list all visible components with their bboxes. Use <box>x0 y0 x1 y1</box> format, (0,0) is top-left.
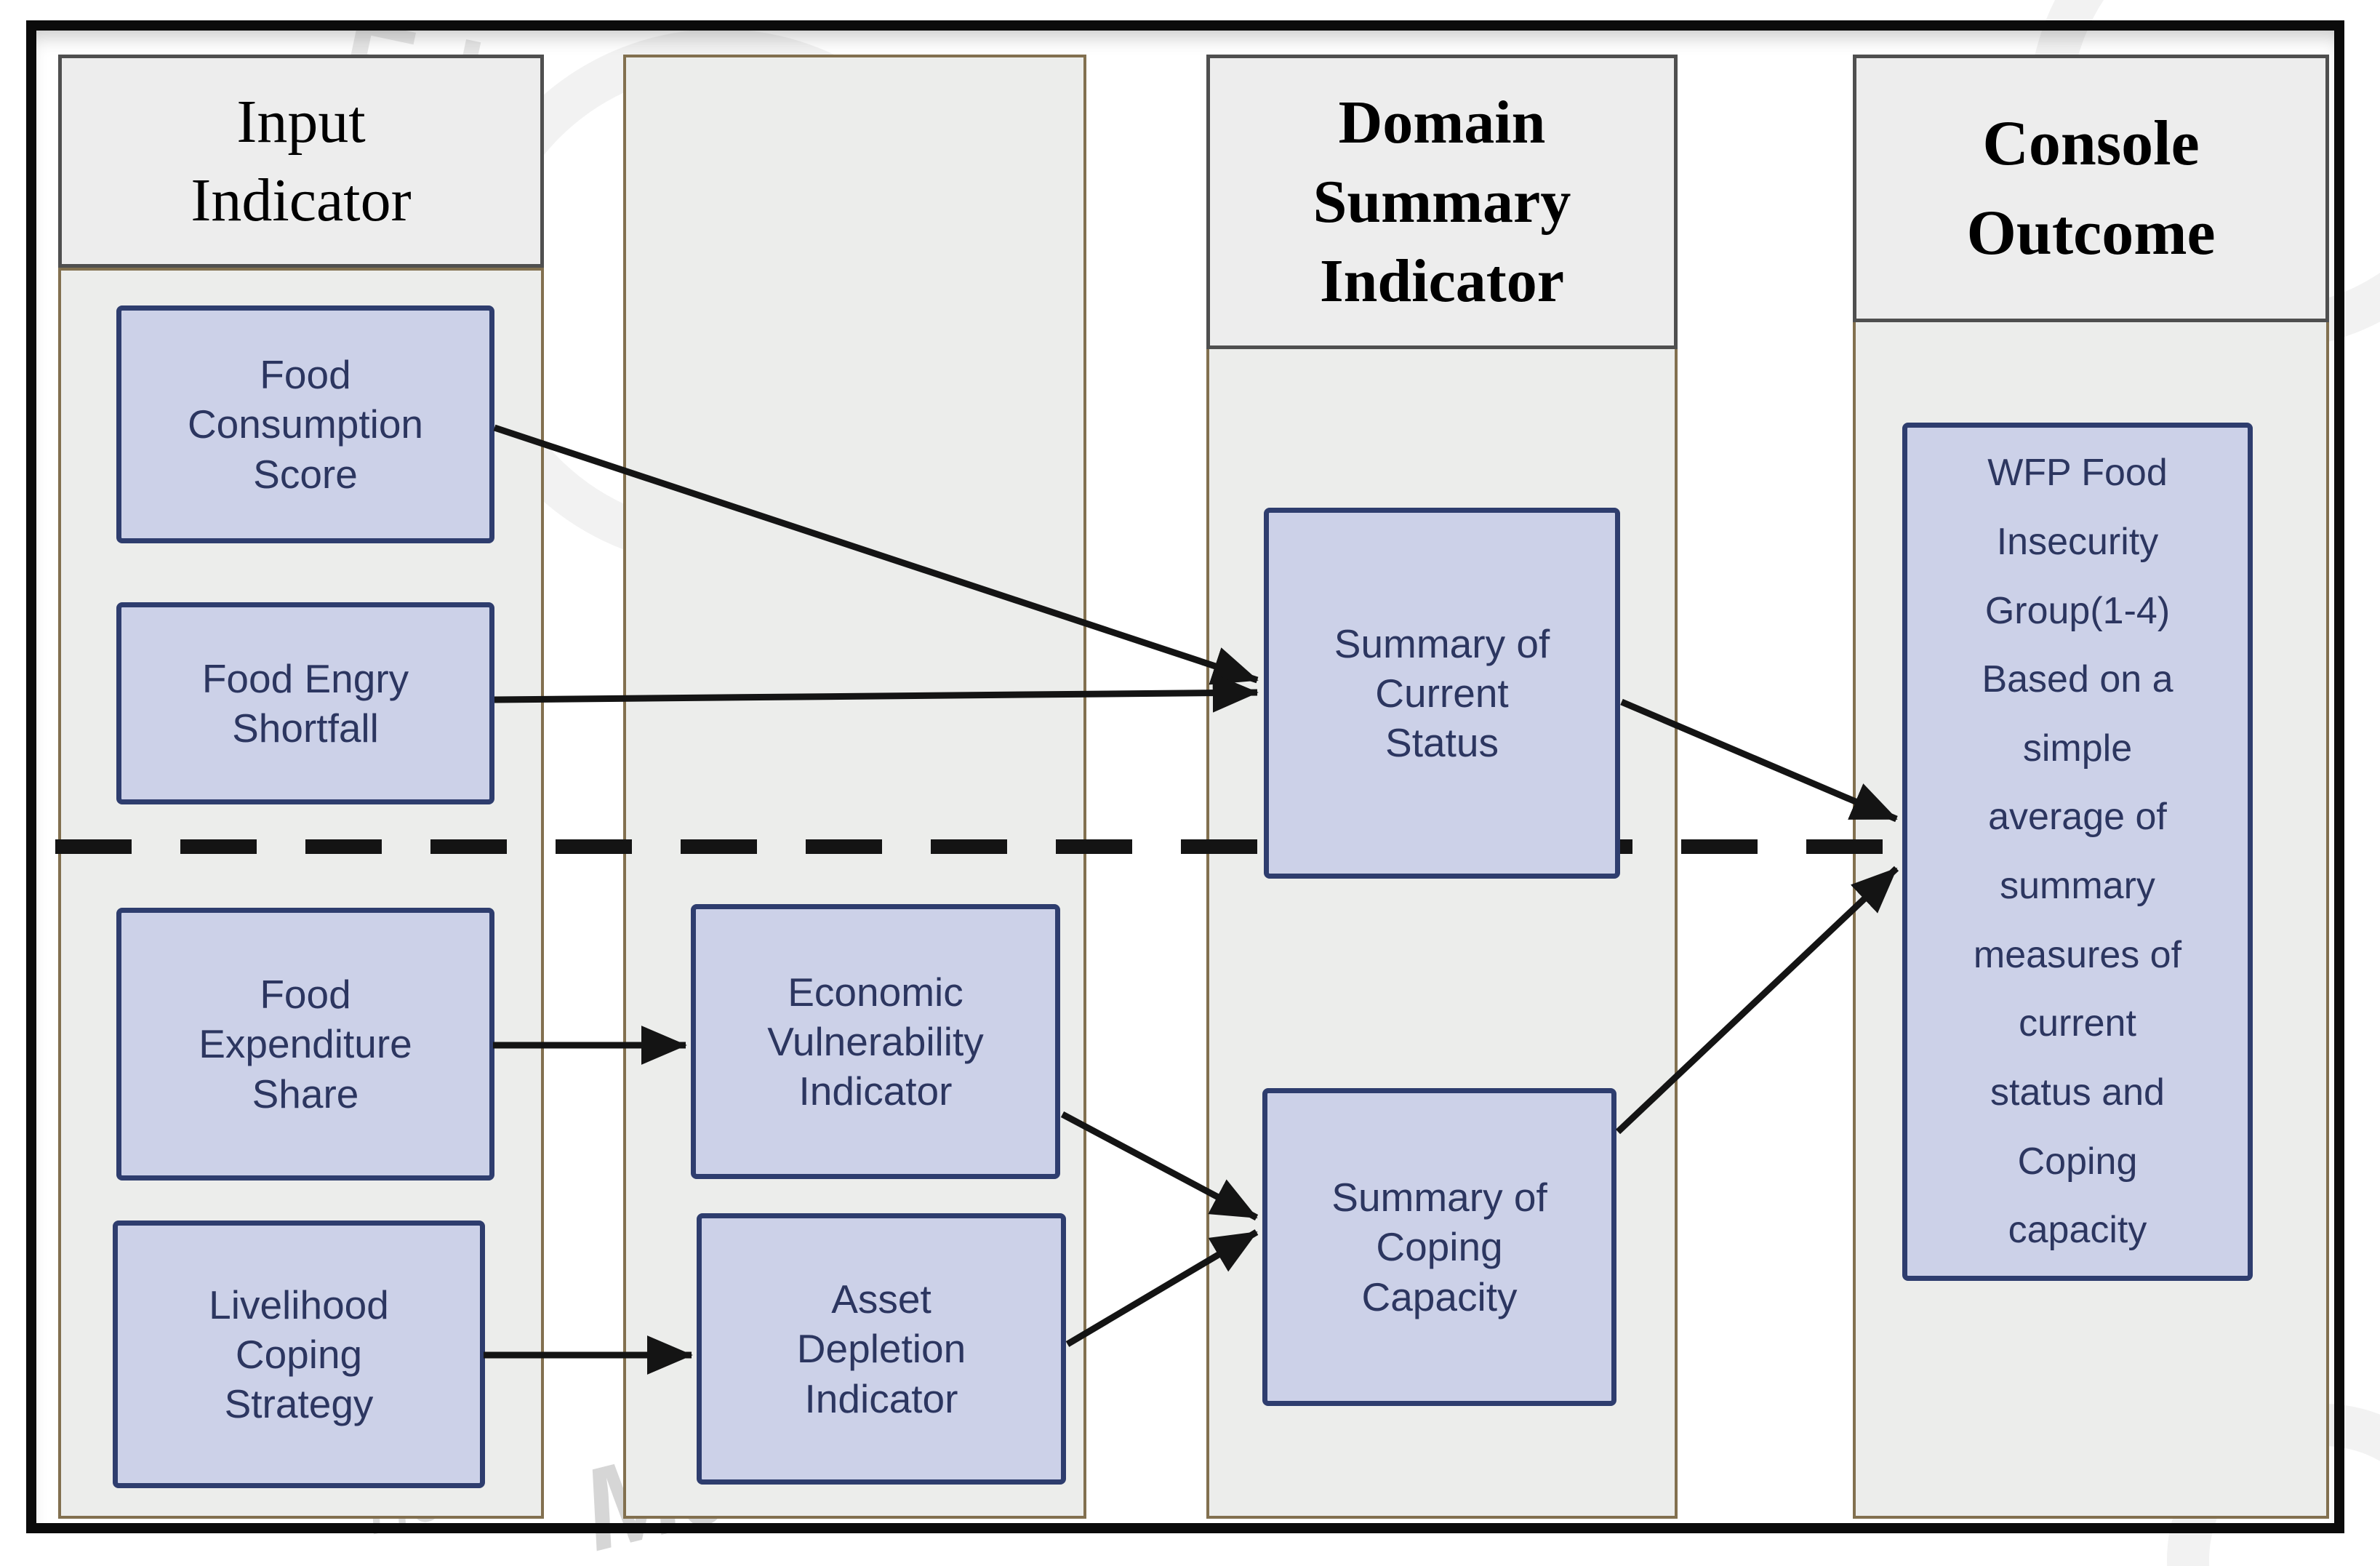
outer-frame <box>26 20 2344 1533</box>
column-header-console-outcome: Console Outcome <box>1853 55 2329 322</box>
column-header-input-indicator: Input Indicator <box>58 55 544 268</box>
node-food-expenditure-share: Food Expenditure Share <box>116 908 494 1181</box>
node-summary-current-status: Summary of Current Status <box>1264 508 1620 879</box>
node-food-consumption-score: Food Consumption Score <box>116 305 494 543</box>
node-asset-depletion-indicator: Asset Depletion Indicator <box>697 1213 1066 1485</box>
column-header-domain-summary: Domain Summary Indicator <box>1206 55 1678 349</box>
node-wfp-food-insecurity-group: WFP Food Insecurity Group(1-4) Based on … <box>1902 423 2253 1281</box>
node-summary-coping-capacity: Summary of Coping Capacity <box>1262 1088 1616 1406</box>
node-economic-vulnerability-indicator: Economic Vulnerability Indicator <box>691 904 1060 1179</box>
node-food-engry-shortfall: Food Engry Shortfall <box>116 602 494 804</box>
dashed-divider-line <box>55 839 1899 854</box>
node-livelihood-coping-strategy: Livelihood Coping Strategy <box>113 1221 485 1488</box>
